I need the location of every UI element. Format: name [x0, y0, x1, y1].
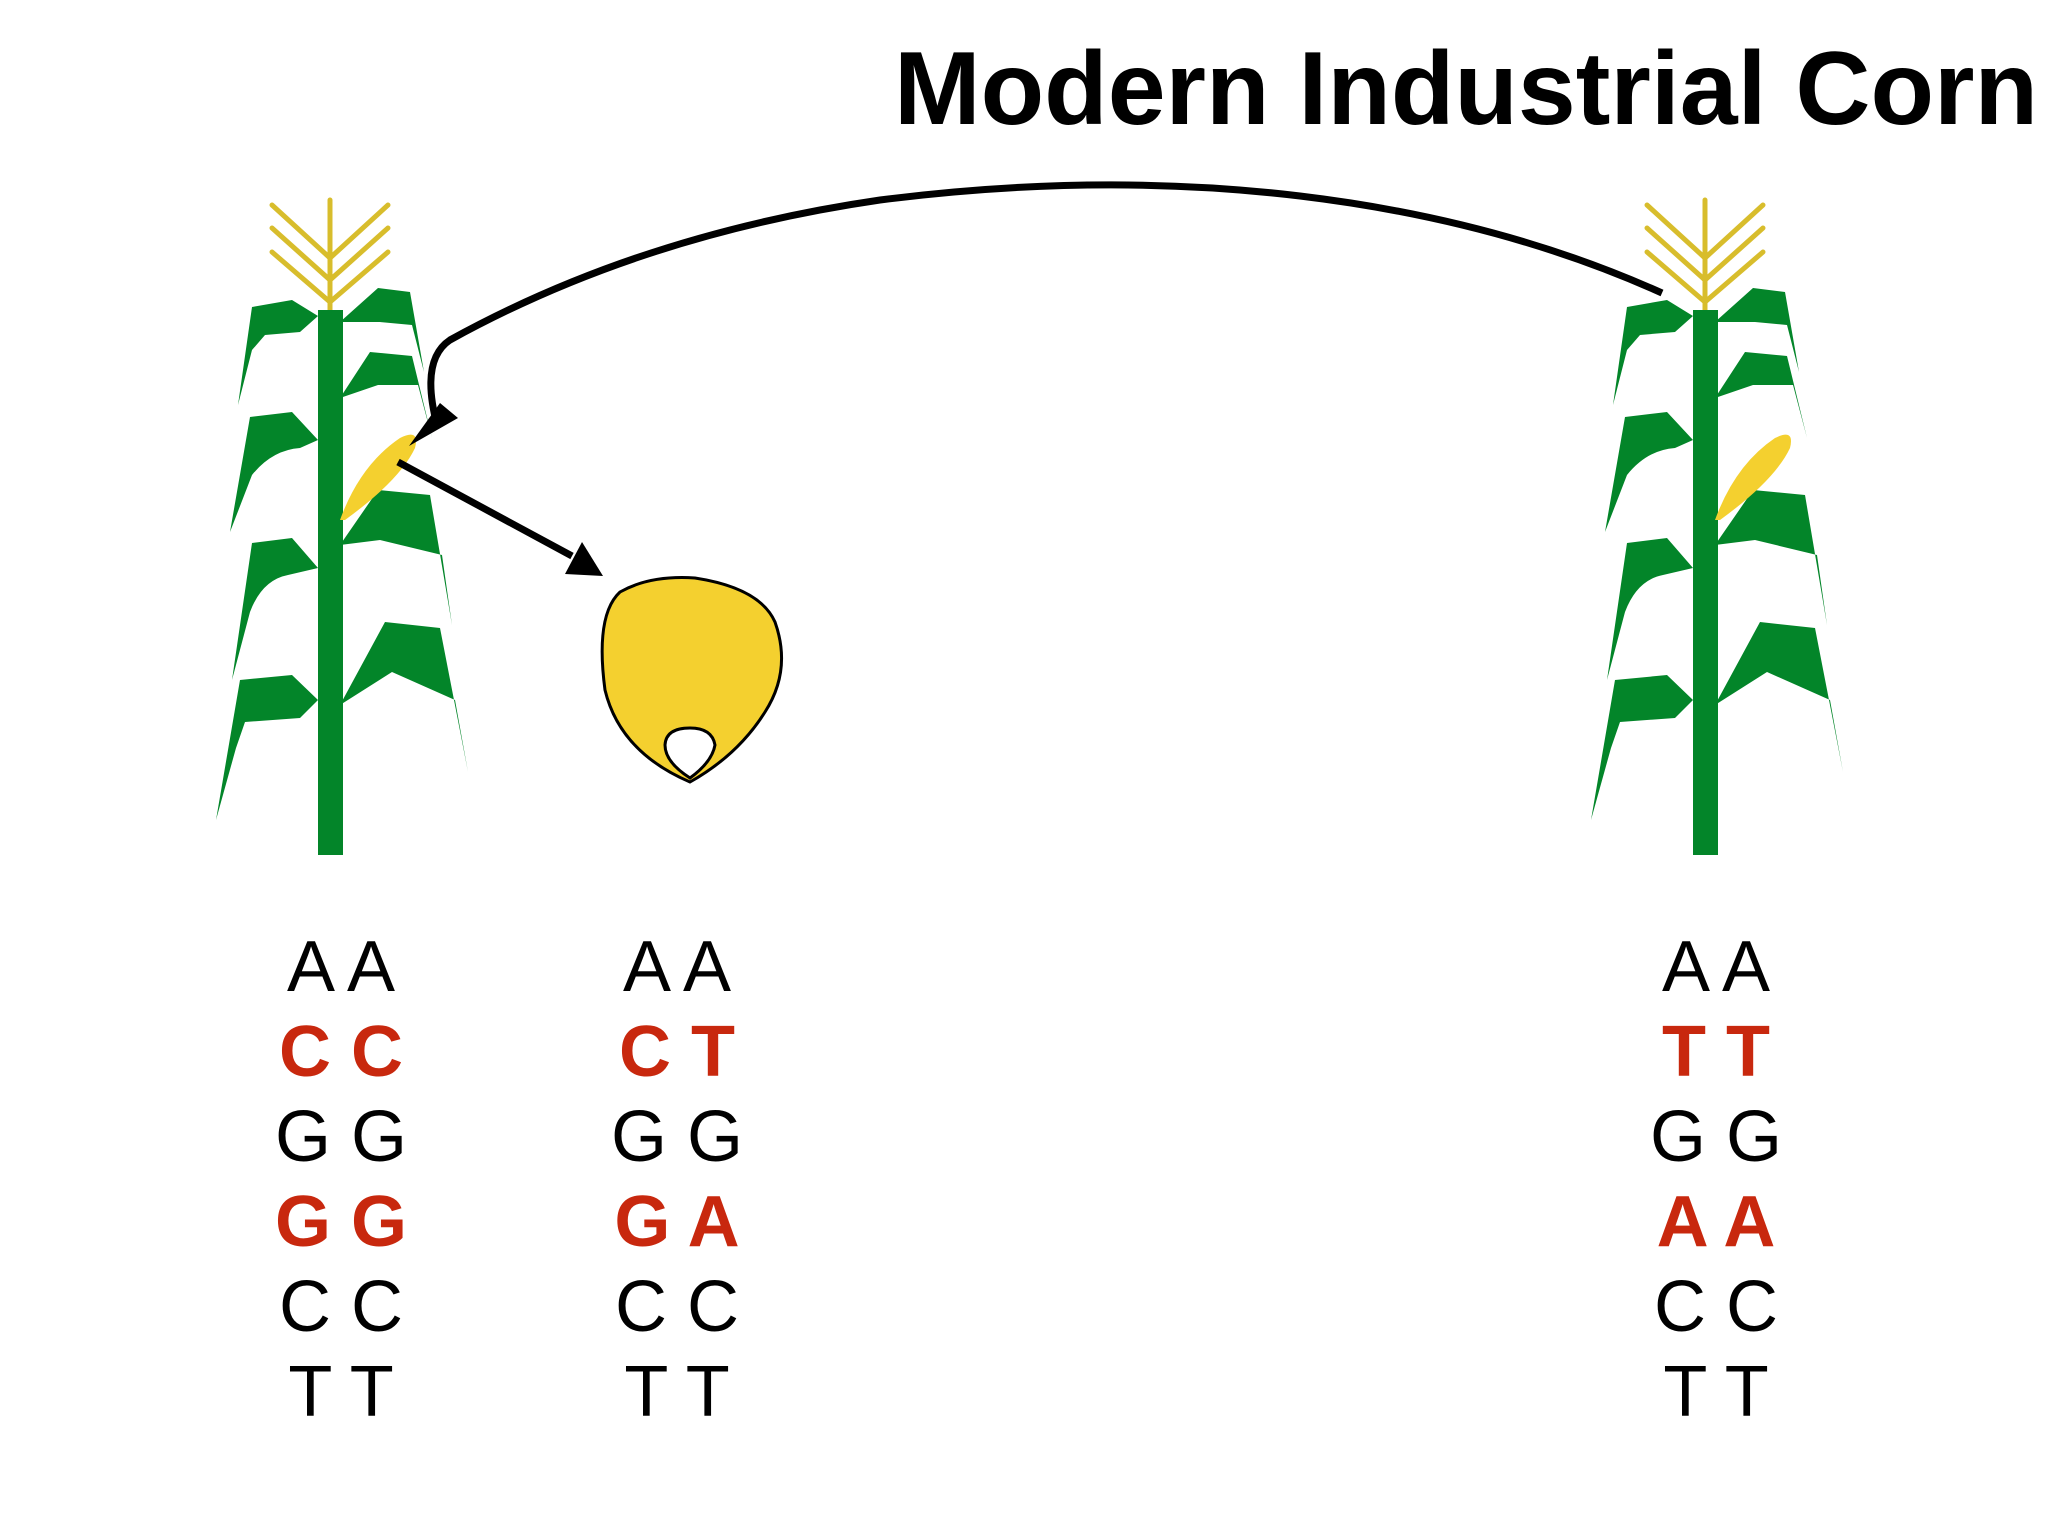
genotype-row-highlighted: C C: [279, 1012, 403, 1092]
right-corn-plant: [1591, 200, 1843, 855]
genotype-row: T T: [624, 1352, 730, 1432]
diagram-title: Modern Industrial Corn: [894, 31, 2038, 147]
genotype-row-highlighted: G G: [274, 1182, 407, 1262]
genotype-row: T T: [1663, 1352, 1769, 1432]
kernel-embryo: [663, 726, 717, 780]
genotype-row: T T: [288, 1352, 394, 1432]
genotype-row: C C: [615, 1267, 739, 1347]
seed-genotype: A A C T G G G A C C T T: [577, 925, 777, 1435]
genotype-row-highlighted: G A: [614, 1182, 740, 1262]
genotype-row: C C: [279, 1267, 403, 1347]
left-plant-genotype: A A C C G G G G C C T T: [241, 925, 441, 1435]
genotype-row: G G: [1649, 1097, 1782, 1177]
genotype-row-highlighted: A A: [1656, 1182, 1776, 1262]
genotype-row: A A: [622, 927, 732, 1007]
left-corn-plant: [216, 200, 468, 855]
genotype-row-highlighted: C T: [619, 1012, 735, 1092]
pollination-arrow: [427, 181, 1664, 426]
right-plant-genotype: A A T T G G A A C C T T: [1616, 925, 1816, 1435]
genotype-row: G G: [610, 1097, 743, 1177]
genotype-row: C C: [1654, 1267, 1778, 1347]
genotype-row-highlighted: T T: [1662, 1012, 1770, 1092]
genotype-row: A A: [286, 927, 396, 1007]
pollination-arrowhead: [409, 403, 458, 446]
corn-kernel: [600, 576, 784, 784]
seed-arrowhead: [565, 542, 603, 576]
seed-arrow: [396, 458, 574, 560]
genotype-row: G G: [274, 1097, 407, 1177]
genotype-row: A A: [1661, 927, 1771, 1007]
